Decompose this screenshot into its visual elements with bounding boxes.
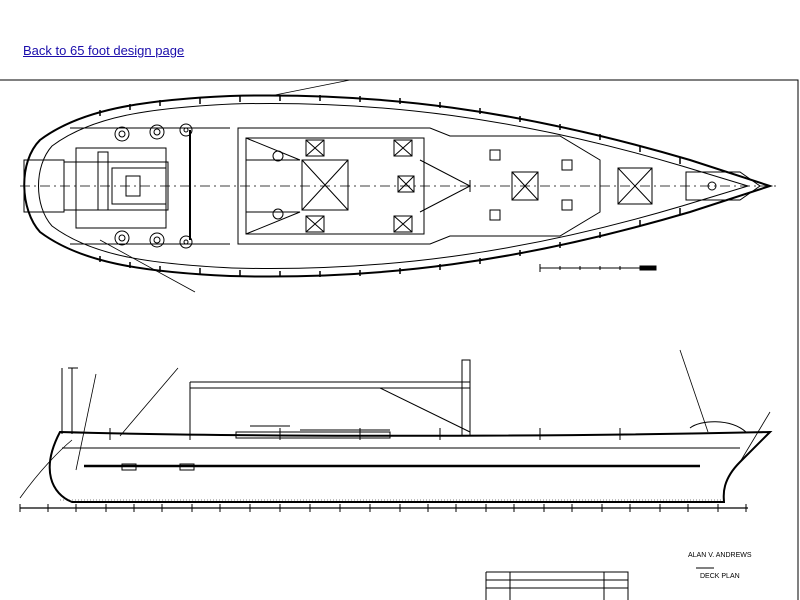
hull-outline — [23, 94, 774, 278]
sheet-title: DECK PLAN — [700, 573, 740, 580]
profile-view — [19, 349, 773, 512]
title-block — [485, 567, 714, 600]
scale-bar — [539, 264, 656, 272]
designer-name: ALAN V. ANDREWS — [688, 552, 752, 559]
drawing-border — [0, 79, 799, 600]
winches — [114, 123, 284, 249]
hull-profile — [48, 430, 773, 503]
toe-rail — [38, 102, 750, 270]
hatches — [301, 139, 653, 233]
back-link[interactable]: Back to 65 foot design page — [23, 43, 185, 58]
deck-plan-view — [20, 79, 780, 293]
coachroof — [237, 127, 601, 245]
